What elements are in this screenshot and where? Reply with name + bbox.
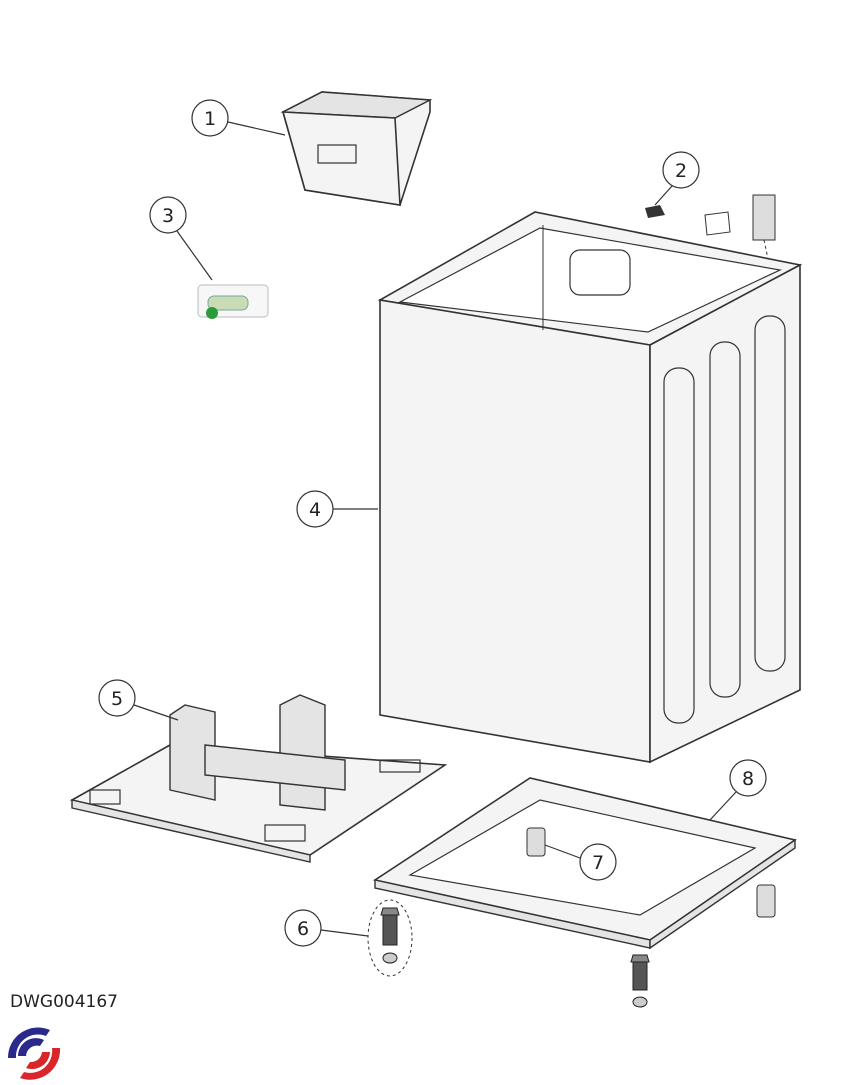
callout-4: 4: [296, 490, 378, 528]
part-leveling-legs: [367, 899, 650, 1008]
svg-text:3: 3: [162, 205, 174, 227]
brand-logo: [7, 1027, 61, 1080]
part-clips: [645, 194, 776, 269]
svg-text:7: 7: [592, 852, 604, 874]
callout-3: 3: [149, 196, 213, 281]
svg-text:5: 5: [111, 688, 123, 710]
callout-5: 5: [98, 679, 179, 721]
callout-2: 2: [654, 151, 700, 206]
callout-1: 1: [191, 99, 286, 137]
part-bag: [197, 284, 269, 319]
part-foot-pads: [526, 827, 776, 918]
part-shipping-base: [69, 694, 448, 863]
svg-text:1: 1: [204, 108, 216, 130]
callout-8: 8: [709, 759, 767, 821]
part-cabinet: [377, 211, 803, 764]
drawing-id: DWG004167: [10, 992, 118, 1012]
svg-text:8: 8: [742, 768, 754, 790]
callout-7: 7: [544, 843, 617, 881]
part-dispenser: [280, 91, 433, 206]
svg-text:4: 4: [309, 499, 321, 521]
svg-text:6: 6: [297, 918, 309, 940]
callout-6: 6: [284, 909, 369, 947]
svg-text:2: 2: [675, 160, 687, 182]
